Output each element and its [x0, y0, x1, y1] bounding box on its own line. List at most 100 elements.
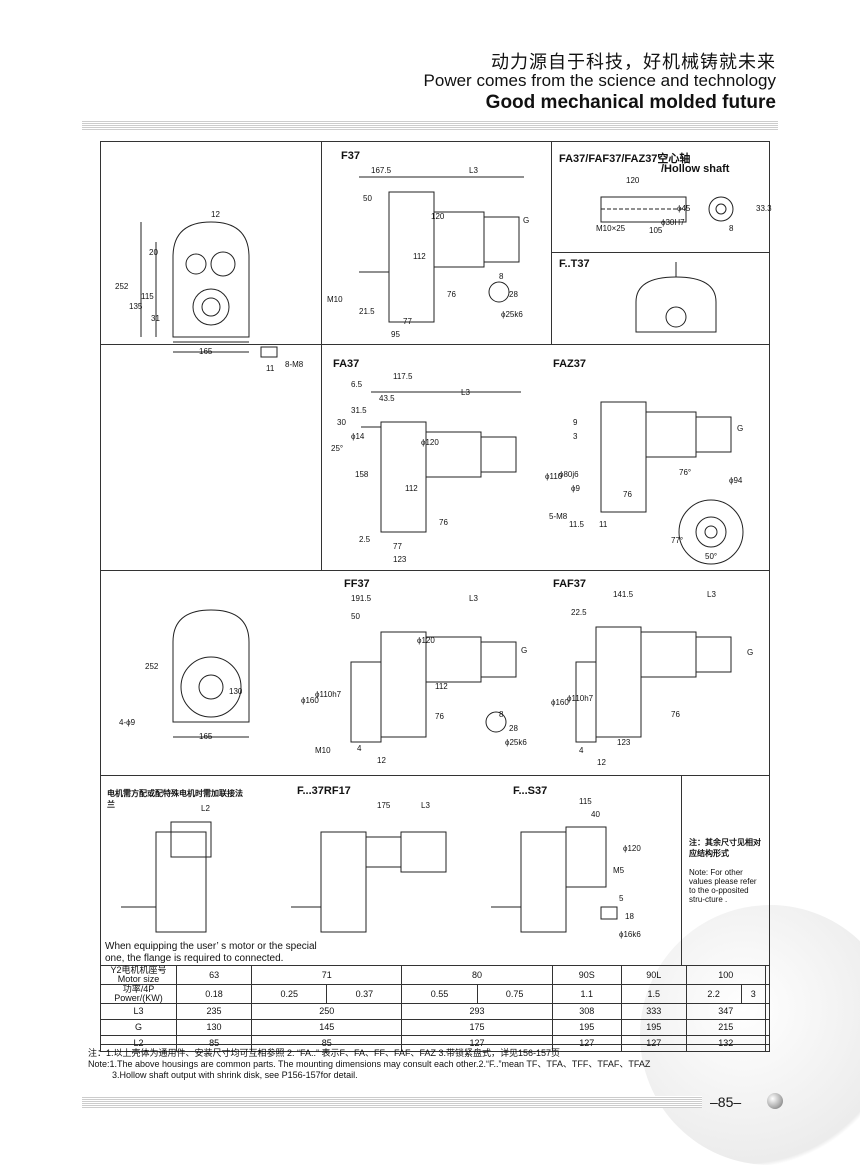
divider — [101, 775, 769, 776]
row-label: G — [100, 1019, 177, 1036]
dim: 77° — [671, 536, 684, 545]
dim: 18 — [625, 912, 634, 921]
dim: 95 — [391, 330, 400, 339]
dim: 6.5 — [351, 380, 363, 389]
dim: ϕ160 — [551, 698, 569, 707]
table-cell: 100 — [685, 965, 766, 985]
dim: 165 — [199, 732, 213, 741]
dim: 20 — [149, 248, 158, 257]
dim: 76 — [447, 290, 456, 299]
dim: 40 — [591, 810, 600, 819]
dim: 4 — [579, 746, 584, 755]
dim: 31.5 — [351, 406, 367, 415]
table-cell — [764, 1003, 771, 1020]
caption-f37: F37 — [341, 150, 360, 162]
header-tagline: Good mechanical molded future — [485, 92, 776, 113]
table-cell: 145 — [251, 1019, 403, 1036]
dim: 77 — [393, 542, 402, 551]
dim: 5 — [619, 894, 624, 903]
dim: ϕ160 — [301, 696, 319, 705]
hollow-shaft-drawing — [596, 182, 756, 237]
dim: 76° — [679, 468, 692, 477]
dim: ϕ120 — [417, 636, 435, 645]
dim: 123 — [617, 738, 631, 747]
dim: 2.5 — [359, 535, 371, 544]
table-cell: 293 — [401, 1003, 553, 1020]
motor-flange-drawing — [121, 812, 251, 942]
rf37-drawing — [291, 812, 471, 942]
dim: G — [747, 648, 754, 657]
dim: 31 — [151, 314, 160, 323]
row-label: L2 — [100, 1035, 177, 1052]
table-cell: 333 — [620, 1003, 687, 1020]
page-number: –85– — [710, 1094, 742, 1110]
dim: ϕ80j6 — [559, 470, 579, 479]
dim: 50° — [705, 552, 718, 561]
dim: ϕ120 — [623, 844, 641, 853]
table-cell: 3 — [740, 984, 766, 1004]
dim: 76 — [439, 518, 448, 527]
dim: 8 — [729, 224, 734, 233]
dim: 50 — [351, 612, 360, 621]
row-label: Y2电机机座号 Motor size — [100, 965, 177, 985]
motor-data-table: Y2电机机座号 Motor size 63 71 80 90S 90L 100 … — [100, 965, 771, 1052]
caption-hollow-shaft: /Hollow shaft — [661, 163, 730, 175]
dim: 112 — [435, 682, 448, 691]
motor-flange-note-en2: one, the flange is required to connected… — [105, 953, 284, 964]
dim: L3 — [707, 590, 716, 599]
dim: G — [737, 424, 744, 433]
dim: 21.5 — [359, 307, 375, 316]
dim: 252 — [145, 662, 159, 671]
dim: ϕ14 — [351, 432, 365, 441]
table-cell: 0.18 — [175, 984, 253, 1004]
table-row: L3 235 250 293 308 333 347 — [100, 1003, 771, 1020]
dim: 141.5 — [613, 590, 634, 599]
table-cell — [764, 1035, 771, 1052]
dim: 50 — [363, 194, 372, 203]
table-cell: 90L — [620, 965, 687, 985]
footer-stripe — [82, 1096, 702, 1108]
dim: G — [523, 216, 530, 225]
caption-faf37: FAF37 — [553, 578, 587, 590]
dim: 8-M8 — [285, 360, 304, 369]
caption-s37: F...S37 — [513, 785, 548, 797]
divider — [551, 252, 769, 253]
dim: L3 — [469, 594, 478, 603]
dim: 117.5 — [393, 372, 413, 381]
dim: 175 — [377, 801, 391, 810]
table-cell: 130 — [175, 1019, 253, 1036]
dim: ϕ94 — [729, 476, 743, 485]
dim: 76 — [623, 490, 632, 499]
divider — [101, 570, 769, 571]
table-row: L2 85 85 127 127 127 132 — [100, 1035, 771, 1052]
dim: ϕ110h7 — [315, 690, 342, 699]
other-values-note-en: Note: For other values please refer to t… — [689, 868, 757, 904]
dim: 115 — [579, 797, 592, 806]
footer-notes: 注：1.以上壳体为通用件、安装尺寸均可互相参照 2. “FA..” 表示F、FA… — [88, 1048, 778, 1081]
table-cell — [764, 1019, 771, 1036]
dim: 77 — [403, 317, 412, 326]
footer-note-cn: 注：1.以上壳体为通用件、安装尺寸均可互相参照 2. “FA..” 表示F、FA… — [88, 1048, 561, 1058]
motor-flange-note-cn: 电机需方配或配特殊电机时需加联接法兰 — [107, 789, 243, 809]
s37-drawing — [491, 807, 641, 942]
dim: 5-M8 — [549, 512, 568, 521]
table-cell: 71 — [251, 965, 403, 985]
table-cell — [764, 965, 770, 985]
caption-fa37-hollow: FA37/FAF37/FAZ37空心轴 — [559, 153, 691, 165]
table-cell: 195 — [551, 1019, 622, 1036]
table-cell: 85 — [175, 1035, 253, 1052]
table-cell: 0.75 — [476, 984, 553, 1004]
dim: ϕ110 — [545, 472, 563, 481]
dim: L3 — [461, 388, 470, 397]
header-en: Power comes from the science and technol… — [423, 71, 776, 90]
dim: 9 — [573, 418, 578, 427]
table-cell: 127 — [401, 1035, 553, 1052]
dim: 105 — [649, 226, 663, 235]
caption-fa37: FA37 — [333, 358, 360, 370]
table-cell: 347 — [685, 1003, 766, 1020]
dim: 115 — [141, 292, 154, 301]
dim: 76 — [435, 712, 444, 721]
dim: 43.5 — [379, 394, 395, 403]
table-row: Y2电机机座号 Motor size 63 71 80 90S 90L 100 — [100, 965, 770, 985]
ff37-front-view-drawing — [161, 602, 311, 752]
